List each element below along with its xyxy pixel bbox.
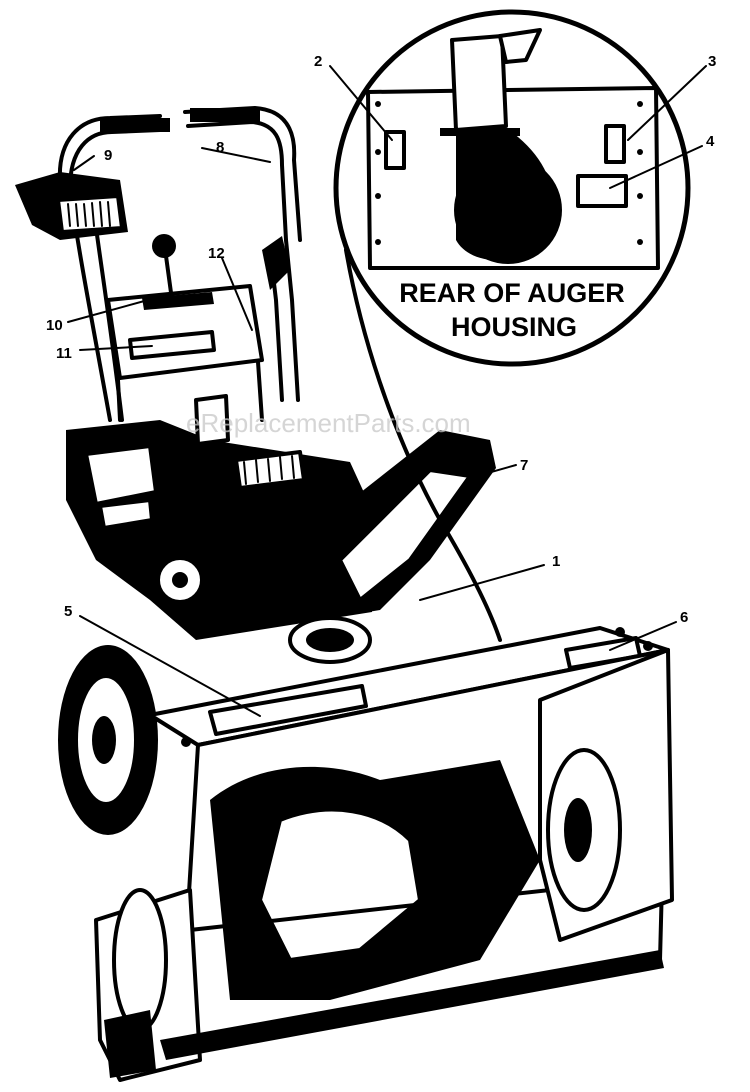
inset-decal-3 [604,124,626,164]
inset-title-line1: REAR OF AUGER [399,278,625,308]
engine [66,394,372,640]
callout-9: 9 [104,147,112,164]
leader-lines [67,65,707,717]
inset-decal-2 [384,130,406,170]
callout-10: 10 [46,317,63,334]
callout-8: 8 [216,139,224,156]
callout-6: 6 [680,609,688,626]
inset-decal-4 [576,174,628,208]
shift-lever-knob [152,234,176,258]
inset-connector [344,248,502,642]
inset-title-line2: HOUSING [451,312,577,342]
panel-decal-10 [142,292,214,310]
callout-1: 1 [552,553,560,570]
right-handle-grip [190,108,260,122]
callout-5: 5 [64,603,72,620]
callout-7: 7 [520,457,528,474]
callout-11: 11 [56,345,72,362]
rear-auger-housing-inset: REAR OF AUGER HOUSING [333,9,691,367]
callout-3: 3 [708,53,716,70]
callout-2: 2 [314,53,322,70]
callout-4: 4 [706,133,715,150]
auger-housing [94,626,674,1082]
panel-decal-11 [128,330,216,360]
handle-assembly [15,106,302,422]
housing-decal-5 [208,684,368,736]
left-handle-grip [100,118,170,132]
control-panel [106,234,264,422]
callout-12: 12 [208,245,225,262]
watermark-text: eReplacementParts.com [186,408,471,438]
discharge-chute [288,430,496,664]
callout-numbers: 1 2 3 4 5 6 7 8 9 10 11 12 [46,53,716,626]
left-wheel [58,645,158,835]
